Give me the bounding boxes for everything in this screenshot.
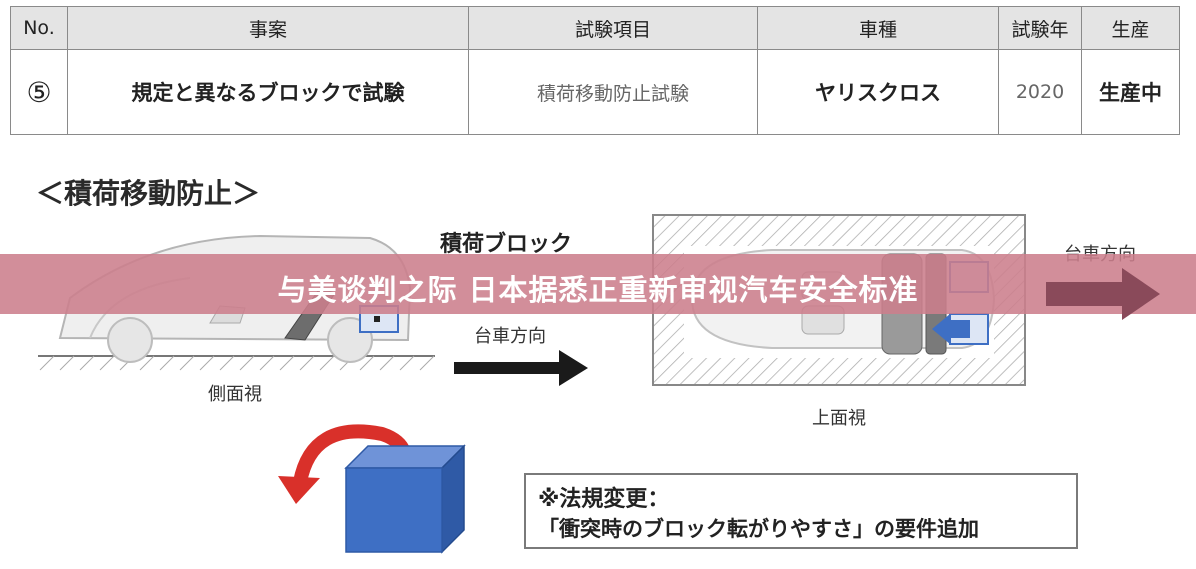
- top-view-label: 上面視: [812, 408, 866, 429]
- side-view-label: 側面視: [208, 384, 262, 405]
- header-year: 試験年: [998, 6, 1082, 50]
- block-label: 積荷ブロック: [440, 232, 573, 257]
- cell-model: ヤリスクロス: [757, 49, 999, 135]
- cell-year: 2020: [998, 49, 1082, 135]
- header-model: 車種: [757, 6, 999, 50]
- cell-test-item: 積荷移動防止試験: [468, 49, 758, 135]
- cell-no: ⑤: [10, 49, 68, 135]
- cell-status: 生産中: [1081, 49, 1180, 135]
- note-heading: ※法規変更：: [538, 487, 670, 512]
- header-status: 生産: [1081, 6, 1180, 50]
- direction-arrow-dark-icon: [454, 350, 588, 386]
- headline-text: 与美谈判之际 日本据悉正重新审视汽车安全标准: [277, 273, 919, 307]
- regulation-note-box: ※法規変更： 「衝突時のブロック転がりやすさ」の要件追加: [524, 473, 1078, 549]
- header-no: No.: [10, 6, 68, 50]
- section-title: ＜積荷移動防止＞: [36, 177, 261, 210]
- header-test-item: 試験項目: [468, 6, 758, 50]
- direction-label-side: 台車方向: [474, 326, 546, 347]
- table-row: ⑤ 規定と異なるブロックで試験 積荷移動防止試験 ヤリスクロス 2020 生産中: [10, 49, 1180, 135]
- table-header-row: No. 事案 試験項目 車種 試験年 生産: [10, 6, 1180, 50]
- note-body: 「衝突時のブロック転がりやすさ」の要件追加: [538, 517, 979, 541]
- cell-case: 規定と異なるブロックで試験: [67, 49, 469, 135]
- headline-banner: 与美谈判之际 日本据悉正重新审视汽车安全标准: [0, 254, 1196, 314]
- incident-table: No. 事案 試験項目 車種 試験年 生産 ⑤ 規定と異なるブロックで試験 積荷…: [10, 6, 1180, 135]
- rolling-block-illustration: [278, 424, 466, 554]
- direction-arrow-maroon-icon: [1046, 268, 1160, 320]
- header-case: 事案: [67, 6, 469, 50]
